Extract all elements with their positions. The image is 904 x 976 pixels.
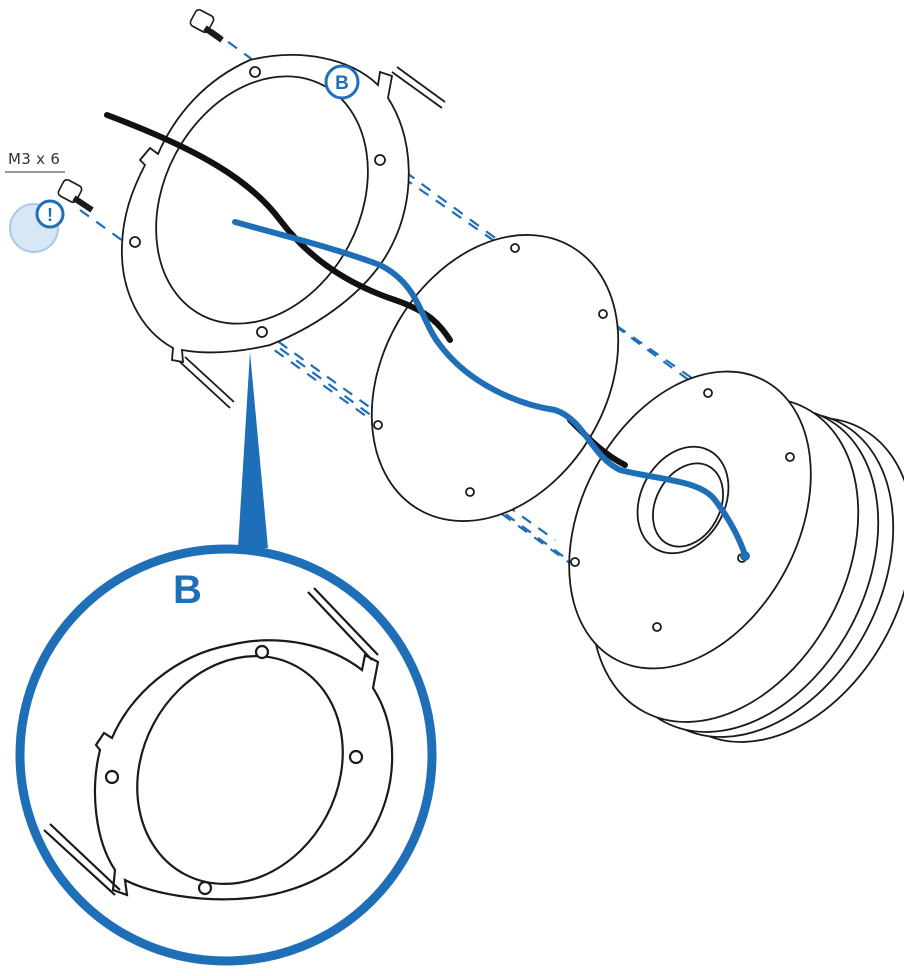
housing-center-bore-inner — [652, 462, 724, 548]
blue-cable — [232, 219, 748, 558]
detail-marker-b: B — [324, 64, 360, 100]
warning-marker: ! — [9, 199, 65, 253]
screw-thread — [72, 195, 94, 213]
detail-tab-top-edge — [313, 587, 379, 656]
screw-middle — [57, 178, 94, 213]
gasket-hole — [373, 420, 383, 430]
detail-callout — [15, 544, 437, 966]
detail-tab-bottom-edge — [49, 823, 121, 891]
housing-hole — [652, 622, 662, 632]
plate-hole — [249, 66, 261, 78]
warning-marker-text: ! — [47, 205, 53, 225]
screw-top — [189, 8, 224, 43]
housing-hole — [703, 388, 713, 398]
gasket-hole — [465, 487, 475, 497]
detail-plate-hole — [104, 769, 120, 785]
gasket-outline — [370, 234, 620, 522]
detail-plate-hole — [348, 749, 364, 765]
plate-tab-top-edge — [396, 66, 446, 103]
detail-tab-top — [307, 591, 373, 661]
detail-tab-bottom — [43, 829, 116, 896]
plate-hole — [374, 154, 386, 166]
detail-plate-hole — [197, 880, 213, 896]
cable-end — [740, 551, 750, 561]
detail-callout-letter: B — [173, 568, 202, 612]
plate-hole — [129, 236, 141, 248]
detail-marker-text: B — [335, 73, 349, 94]
gasket-hole — [510, 243, 520, 253]
screw-thread — [203, 25, 224, 43]
callout-pointer — [238, 352, 268, 548]
screw-spec-label: M3 x 6 — [8, 150, 61, 168]
detail-plate-hole — [254, 644, 270, 660]
housing-hole — [785, 452, 795, 462]
gasket-disc — [370, 234, 620, 522]
housing-hole — [570, 557, 580, 567]
cables — [104, 112, 750, 561]
detail-marker-ring — [324, 64, 360, 100]
plate-tab-bottom — [179, 361, 231, 409]
warning-ring — [35, 199, 65, 229]
plate-hole — [256, 326, 268, 338]
detail-plate-opening — [136, 655, 344, 885]
detail-plate — [43, 587, 394, 901]
plate-tab-bottom-edge — [184, 356, 235, 403]
gasket-hole — [598, 309, 608, 319]
plate-tab-top — [391, 71, 443, 109]
alignment-line-upper — [254, 74, 713, 393]
